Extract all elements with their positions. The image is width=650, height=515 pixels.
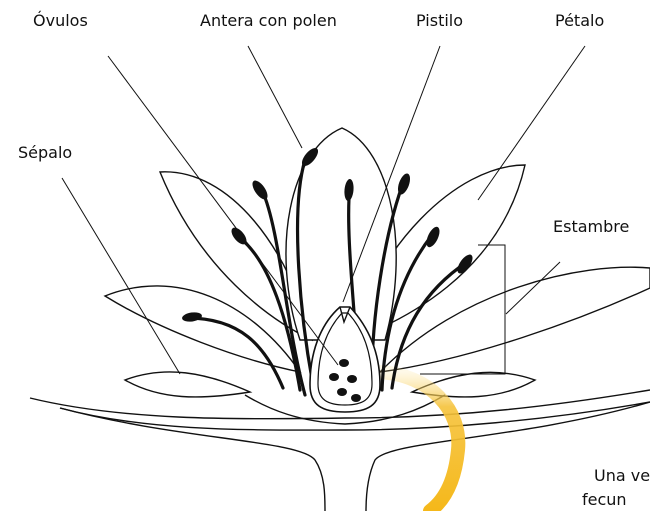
sepal-left — [125, 372, 250, 397]
stem-left — [60, 408, 325, 511]
leader-sepalo — [62, 178, 180, 374]
ovule — [339, 359, 349, 367]
ovule — [329, 373, 339, 381]
ovule — [351, 394, 361, 402]
leader-antera — [248, 46, 302, 148]
ovule — [347, 375, 357, 383]
label-ovulos: Óvulos — [33, 13, 88, 29]
label-antera-con-polen: Antera con polen — [200, 13, 337, 29]
anther — [396, 172, 413, 196]
anther — [250, 178, 271, 202]
ovule — [337, 388, 347, 396]
label-petalo: Pétalo — [555, 13, 604, 29]
petals — [105, 128, 650, 372]
label-pistilo: Pistilo — [416, 13, 463, 29]
label-estambre: Estambre — [553, 219, 629, 235]
leader-petalo — [478, 46, 585, 200]
caption-line-2: fecun — [582, 492, 627, 508]
caption-line-1: Una ve — [594, 468, 650, 484]
label-sepalo: Sépalo — [18, 145, 72, 161]
